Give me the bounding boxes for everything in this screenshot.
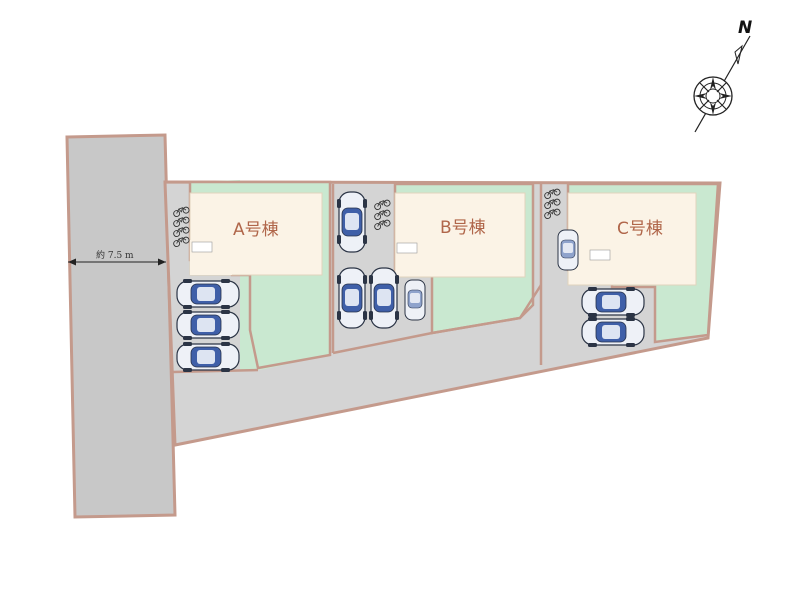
car-icon [368, 267, 400, 329]
car-icon [176, 278, 240, 310]
building-a-label: A号棟 [233, 220, 279, 240]
car-icon [581, 316, 645, 348]
car-icon [404, 279, 426, 321]
building-b [394, 192, 526, 278]
driveway-edge [332, 284, 543, 355]
car-icon [176, 341, 240, 373]
car-icon [581, 286, 645, 318]
north-label: N [738, 18, 752, 38]
car-icon [176, 309, 240, 341]
car-icon [557, 229, 579, 271]
building-b-label: B号棟 [440, 218, 486, 238]
building-c-label: C号棟 [617, 219, 663, 239]
lot-b: B号棟 [331, 182, 535, 353]
road-width-dimension: 約 7.5 m [68, 249, 166, 266]
compass-icon [693, 35, 751, 133]
car-icon [336, 267, 368, 329]
building-c [567, 192, 697, 286]
lot-c: C号棟 [539, 182, 720, 365]
lot-a: A号棟 [172, 180, 332, 374]
main-road [65, 133, 177, 519]
road-width-label: 約 7.5 m [96, 249, 134, 261]
car-icon [336, 191, 368, 253]
